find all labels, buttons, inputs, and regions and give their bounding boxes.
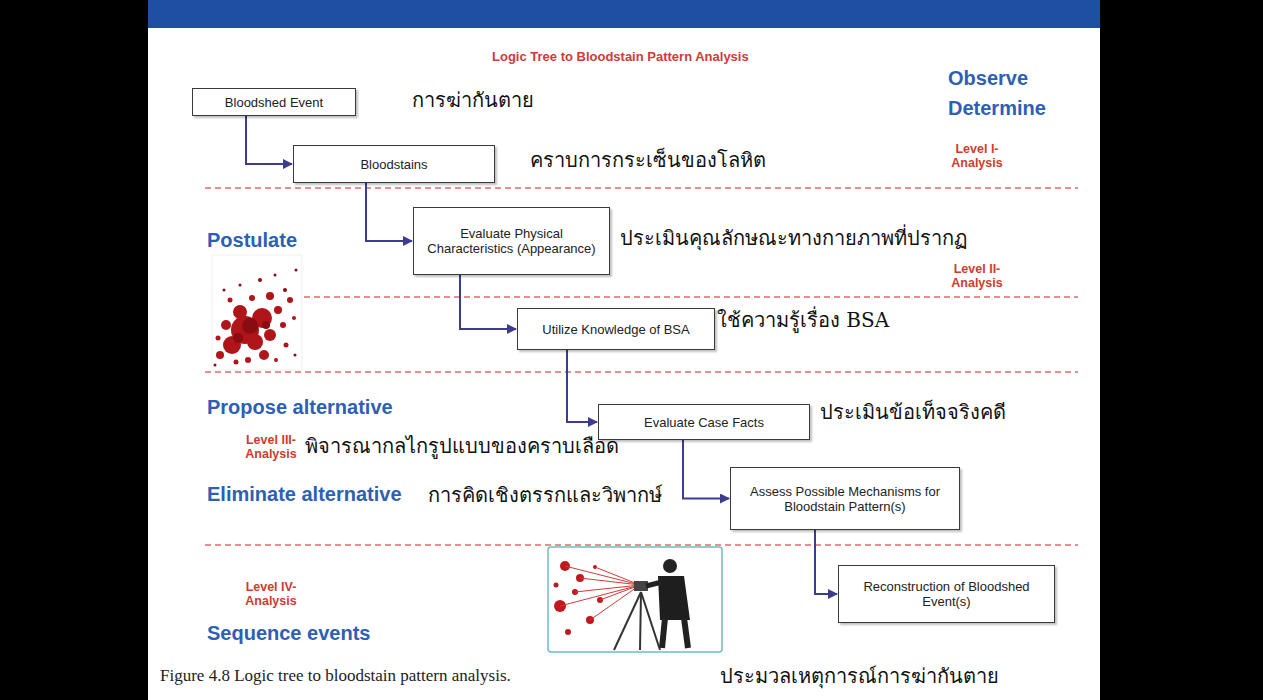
thai-note: ใช้ความรู้เรื่อง BSA — [717, 308, 889, 332]
thai-note: พิจารณากลไกรูปแบบของคราบเลือด — [305, 434, 619, 458]
process-box: Evaluate Case Facts — [598, 404, 810, 440]
thai-note: ประมวลเหตุการณ์การฆ่ากันตาย — [720, 664, 999, 688]
process-box: Evaluate Physical Characteristics (Appea… — [413, 207, 610, 275]
box-text: Evaluate Physical Characteristics (Appea… — [422, 226, 601, 256]
box-text: Utilize Knowledge of BSA — [542, 322, 689, 337]
step-heading: Eliminate alternative — [207, 482, 402, 506]
box-text: Assess Possible Mechanisms for Bloodstai… — [739, 484, 951, 514]
flow-arrow — [366, 183, 412, 241]
thai-note: คราบการกระเซ็นของโลหิต — [530, 148, 766, 172]
flow-arrow — [683, 440, 729, 499]
step-heading: Determine — [948, 96, 1046, 120]
level-dividers — [205, 188, 1078, 545]
box-text: Evaluate Case Facts — [644, 415, 764, 430]
level-label: Level I- Analysis — [944, 142, 1010, 170]
thai-note: ประเมินข้อเท็จจริงคดี — [820, 400, 1006, 424]
flow-arrow — [460, 275, 516, 329]
process-box: Bloodstains — [293, 145, 495, 183]
thai-note: ประเมินคุณลักษณะทางกายภาพที่ปรากฏ — [620, 226, 967, 250]
process-box: Bloodshed Event — [192, 88, 356, 116]
process-box: Assess Possible Mechanisms for Bloodstai… — [730, 467, 960, 530]
process-box: Utilize Knowledge of BSA — [517, 308, 715, 350]
thai-note: การคิดเชิงตรรกและวิพากษ์ — [428, 483, 662, 507]
thai-note: การฆ่ากันตาย — [412, 88, 534, 112]
level-label: Level IV- Analysis — [238, 580, 304, 608]
box-text: Bloodstains — [360, 157, 427, 172]
flow-arrow — [246, 116, 292, 164]
flow-arrow — [567, 350, 597, 422]
step-heading: Propose alternative — [207, 395, 393, 419]
step-heading: Postulate — [207, 228, 297, 252]
blood-splatter-image — [212, 255, 302, 370]
flow-arrow — [815, 530, 837, 594]
process-box: Reconstruction of Bloodshed Event(s) — [838, 565, 1055, 623]
diagram-title: Logic Tree to Bloodstain Pattern Analysi… — [492, 49, 749, 65]
figure-caption: Figure 4.8 Logic tree to bloodstain patt… — [160, 666, 511, 686]
box-text: Bloodshed Event — [225, 95, 323, 110]
csi-photo — [548, 547, 722, 652]
step-heading: Observe — [948, 66, 1028, 90]
box-text: Reconstruction of Bloodshed Event(s) — [847, 579, 1046, 609]
level-label: Level II- Analysis — [944, 262, 1010, 290]
step-heading: Sequence events — [207, 621, 370, 645]
top-bar — [148, 0, 1100, 28]
level-label: Level III- Analysis — [238, 433, 304, 461]
